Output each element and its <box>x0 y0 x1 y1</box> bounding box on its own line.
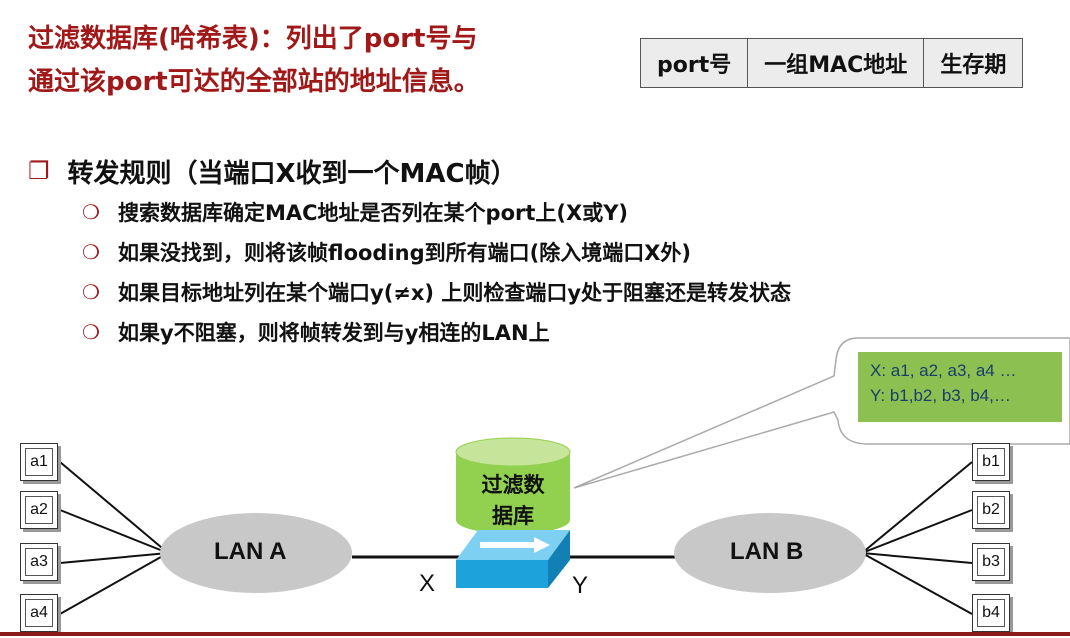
circle-bullet-icon: ❍ <box>82 200 100 224</box>
rule-text: 如果y不阻塞，则将帧转发到与y相连的LAN上 <box>118 321 550 345</box>
link-b2 <box>861 509 973 554</box>
host-label: b4 <box>977 599 1005 627</box>
circle-bullet-icon: ❍ <box>82 240 100 264</box>
rule-text: 搜索数据库确定MAC地址是否列在某个port上(X或Y) <box>118 201 629 225</box>
host-label: a1 <box>25 448 53 476</box>
table-cell-mac-addresses: 一组MAC地址 <box>747 38 925 88</box>
link-a3 <box>59 552 169 564</box>
database-cylinder-icon <box>456 452 570 534</box>
host-b4: b4 <box>972 594 1010 632</box>
database-fields-table: port号 一组MAC地址 生存期 <box>639 38 1024 88</box>
rule-text: 如果没找到，则将该帧flooding到所有端口(除入境端口X外) <box>118 241 692 265</box>
table-cell-port: port号 <box>639 38 749 88</box>
lan-b-ellipse <box>674 513 866 593</box>
callout-box <box>858 352 1062 422</box>
database-label-line-2: 据库 <box>492 504 534 528</box>
callout-text: X: a1, a2, a3, a4 … Y: b1,b2, b3, b4,… <box>870 358 1060 408</box>
host-label: a2 <box>25 496 53 524</box>
table-row: port号 一组MAC地址 生存期 <box>639 38 1024 88</box>
title-line-2: 通过该port可达的全部站的地址信息。 <box>28 67 480 97</box>
host-label: b1 <box>977 448 1005 476</box>
host-b3: b3 <box>972 543 1010 581</box>
lan-a-ellipse <box>160 513 352 593</box>
link-b1 <box>861 461 973 554</box>
lan-b-label: LAN B <box>730 538 804 565</box>
host-label: a4 <box>25 599 53 627</box>
link-b3 <box>861 552 973 564</box>
database-label-line-1: 过滤数 <box>481 473 545 497</box>
table-cell-lifetime: 生存期 <box>923 38 1024 88</box>
switch-right-face <box>548 530 570 588</box>
host-label: a3 <box>25 548 53 576</box>
switch-front-face <box>456 560 548 588</box>
host-a3: a3 <box>20 543 58 581</box>
host-b2: b2 <box>972 491 1010 529</box>
circle-bullet-icon: ❍ <box>82 320 100 344</box>
square-bullet-icon: ❐ <box>28 157 50 185</box>
callout-line-y: Y: b1,b2, b3, b4,… <box>870 386 1011 405</box>
port-y-label: Y <box>572 572 589 599</box>
host-b1: b1 <box>972 443 1010 481</box>
rules-heading-text: 转发规则（当端口X收到一个MAC帧） <box>67 158 517 189</box>
host-a4: a4 <box>20 594 58 632</box>
callout-line-x: X: a1, a2, a3, a4 … <box>870 361 1017 380</box>
list-item: ❍ 如果y不阻塞，则将帧转发到与y相连的LAN上 <box>82 312 791 352</box>
lan-a-label: LAN A <box>214 538 287 565</box>
switch-arrow-icon <box>480 537 550 553</box>
list-item: ❍ 如果没找到，则将该帧flooding到所有端口(除入境端口X外) <box>82 232 791 272</box>
list-item: ❍ 搜索数据库确定MAC地址是否列在某个port上(X或Y) <box>82 192 791 232</box>
link-b4 <box>861 552 973 615</box>
host-label: b3 <box>977 548 1005 576</box>
host-label: b2 <box>977 496 1005 524</box>
title-line-1: 过滤数据库(哈希表)：列出了port号与 <box>28 24 478 54</box>
rules-heading: ❐ 转发规则（当端口X收到一个MAC帧） <box>28 150 791 192</box>
footer-divider <box>0 632 1070 636</box>
port-x-label: X <box>419 570 436 597</box>
link-a2 <box>59 509 169 554</box>
slide-title: 过滤数据库(哈希表)：列出了port号与 通过该port可达的全部站的地址信息。 <box>28 18 480 104</box>
database-top <box>455 437 571 467</box>
host-a1: a1 <box>20 443 58 481</box>
forwarding-rules: ❐ 转发规则（当端口X收到一个MAC帧） ❍ 搜索数据库确定MAC地址是否列在某… <box>28 150 791 352</box>
link-a1 <box>59 461 169 554</box>
rule-text: 如果目标地址列在某个端口y(≠x) 上则检查端口y处于阻塞还是转发状态 <box>118 281 792 305</box>
circle-bullet-icon: ❍ <box>82 280 100 304</box>
host-a2: a2 <box>20 491 58 529</box>
database-label: 过滤数 据库 <box>456 470 570 532</box>
list-item: ❍ 如果目标地址列在某个端口y(≠x) 上则检查端口y处于阻塞还是转发状态 <box>82 272 791 312</box>
link-a4 <box>59 552 169 615</box>
